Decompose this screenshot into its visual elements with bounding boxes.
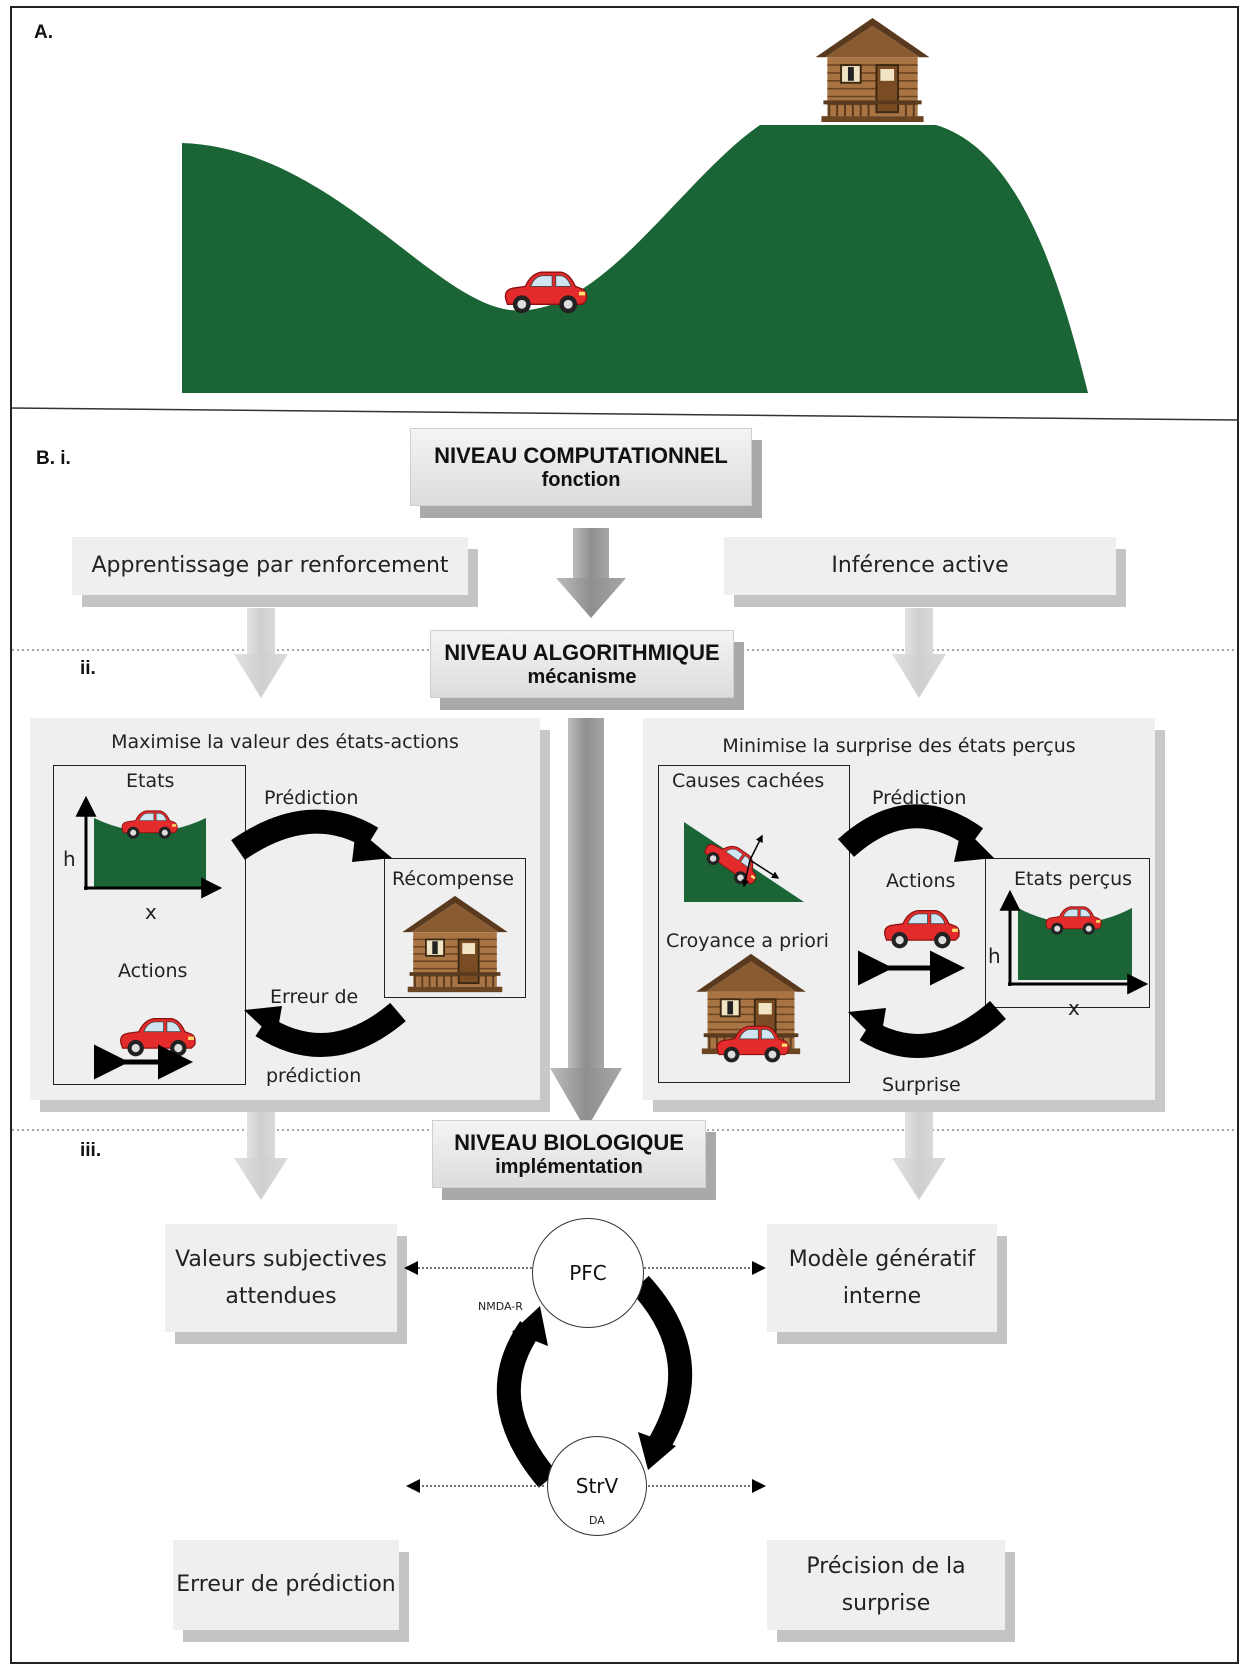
prediction-arrow-left [231, 809, 392, 862]
generative-model-line1: Modèle génératif [788, 1246, 976, 1272]
error-label-line1: Erreur de [270, 986, 359, 1008]
rl-label-box: Apprentissage par renforcement [72, 537, 468, 595]
surprise-label: Surprise [882, 1074, 961, 1096]
algorithmic-title: NIVEAU ALGORITHMIQUE [444, 639, 720, 665]
actions-label-right: Actions [886, 870, 956, 892]
generative-model-line2: interne [842, 1284, 922, 1309]
axis-h-label-right: h [988, 944, 1001, 968]
biological-level-box: NIVEAU BIOLOGIQUE implémentation [432, 1120, 706, 1188]
central-arrow-top [556, 528, 626, 618]
ai-label-box: Inférence active [724, 537, 1116, 595]
right-arrow-2 [892, 1108, 946, 1200]
prediction-error-box: Erreur de prédiction [173, 1540, 399, 1630]
force-vectors [741, 834, 780, 888]
computational-title: NIVEAU COMPUTATIONNEL [434, 442, 728, 468]
error-label-line2: prédiction [266, 1065, 362, 1087]
prediction-arrow-right [837, 804, 994, 862]
biological-subtitle: implémentation [495, 1155, 643, 1178]
left-arrow-1 [234, 608, 288, 698]
perceived-states-label: Etats perçus [1014, 868, 1133, 890]
left-arrow-2 [234, 1108, 288, 1200]
expected-values-line2: attendues [225, 1284, 337, 1309]
pfc-to-strv-arrow [631, 1275, 693, 1470]
pfc-node: PFC [532, 1218, 644, 1328]
states-mini-plot [75, 795, 223, 899]
dotted-arrowheads [404, 1261, 766, 1493]
computational-level-box: NIVEAU COMPUTATIONNEL fonction [410, 428, 752, 506]
dotted-connectors [412, 1267, 760, 1487]
level-i-label: B. i. [36, 448, 71, 469]
expected-values-line1: Valeurs subjectives [175, 1246, 387, 1272]
car-icon [120, 1017, 196, 1057]
surprise-precision-box: Précision de la surprise [767, 1540, 1005, 1630]
central-arrow-middle [550, 718, 622, 1130]
hidden-causes-label: Causes cachées [672, 770, 825, 792]
strv-to-pfc-arrow [496, 1306, 558, 1488]
figure-frame [10, 6, 1239, 1664]
level-iii-label: iii. [80, 1140, 102, 1161]
actions-label: Actions [118, 960, 188, 982]
panel-a-label: A. [34, 22, 53, 43]
prediction-label-right: Prédiction [872, 787, 967, 809]
computational-subtitle: fonction [541, 468, 621, 491]
algorithmic-subtitle: mécanisme [527, 665, 637, 688]
error-arrow-left [244, 1002, 406, 1057]
states-label: Etats [126, 770, 175, 792]
hill-landscape [182, 125, 1088, 393]
generative-model-box: Modèle génératif interne [767, 1224, 997, 1332]
da-label: DA [589, 1514, 605, 1527]
cabin-icon [401, 894, 509, 994]
expected-values-box: Valeurs subjectives attendues [165, 1224, 397, 1332]
panel-separator [9, 407, 1240, 421]
biological-title: NIVEAU BIOLOGIQUE [454, 1129, 684, 1155]
right-arrow-1 [892, 608, 946, 698]
reward-label: Récompense [392, 868, 514, 890]
axis-x-label: x [145, 900, 157, 924]
surprise-arrow-right [848, 1000, 1006, 1058]
axis-h-label: h [63, 847, 76, 871]
strv-node: StrV [547, 1436, 647, 1536]
ai-panel-title: Minimise la surprise des états perçus [722, 735, 1076, 757]
prediction-label-left: Prédiction [264, 787, 359, 809]
car-icon [884, 909, 960, 949]
rl-panel-title: Maximise la valeur des états-actions [111, 731, 459, 753]
level-ii-label: ii. [80, 658, 96, 679]
axis-x-label-right: x [1068, 996, 1080, 1020]
prior-belief-label: Croyance a priori [666, 930, 829, 952]
algorithmic-level-box: NIVEAU ALGORITHMIQUE mécanisme [430, 630, 734, 698]
nmda-label: NMDA-R [478, 1300, 523, 1313]
